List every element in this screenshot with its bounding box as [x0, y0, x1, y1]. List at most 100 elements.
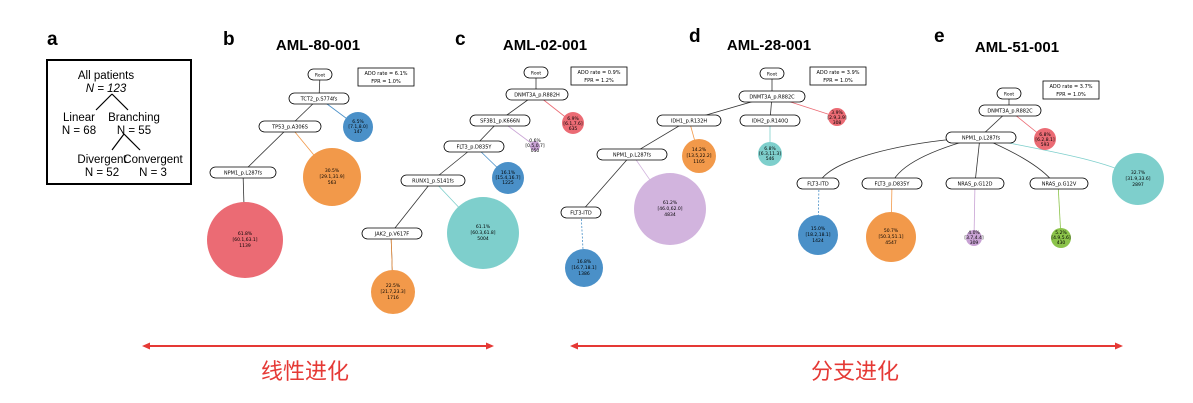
clone-e-5: [1051, 228, 1071, 248]
mutation-label-c-4: JAK2_p.V617F: [374, 232, 409, 238]
mutation-node-e-0: [978, 104, 1042, 117]
root-label-c: Root: [531, 71, 541, 77]
mutation-label-b-0: TCT2_p.S774fs: [300, 97, 338, 103]
summary-box: [46, 59, 192, 185]
mutation-node-d-2: [739, 114, 801, 127]
panel-title-b: AML-80-001: [276, 37, 360, 54]
clone-e-5-n: 430: [1057, 240, 1066, 246]
clone-d-0-ci: [2.9,3.9]: [827, 115, 846, 121]
mutation-node-b-1: [258, 120, 322, 133]
clone-e-0-pct: 6.8%: [1039, 132, 1051, 138]
summary-tree: [95, 93, 141, 151]
all-patients-label: All patients: [78, 70, 135, 82]
mutation-node-d-0: [738, 90, 806, 103]
clone-e-3-n: 4547: [885, 240, 897, 246]
mutation-label-c-1: SF3B1_p.K666N: [480, 119, 520, 125]
clone-b-2-pct: 61.8%: [238, 231, 253, 237]
branching-evolution-label: 分支进化: [811, 360, 899, 385]
clone-b-1: [303, 148, 361, 206]
clone-c-2-ci: [15.4,16.7]: [496, 175, 521, 181]
ado-box-d: [809, 66, 867, 86]
clone-e-2: [798, 215, 838, 255]
fpr-d: FPR = 1.0%: [823, 78, 853, 84]
mutation-node-d-1: [656, 114, 722, 127]
clone-d-1: [682, 139, 716, 173]
panel-letter-a: a: [47, 29, 58, 50]
panel-title-e: AML-51-001: [975, 39, 1059, 56]
clone-e-0: [1034, 128, 1056, 150]
panel-title-d: AML-28-001: [727, 37, 811, 54]
mutation-label-d-2: IDH2_p.R140Q: [752, 119, 789, 125]
linear-arrow-right-head: [486, 342, 494, 350]
branching-n: N = 55: [117, 125, 151, 137]
mutation-node-e-5: [1029, 177, 1089, 190]
clone-e-1-pct: 32.7%: [1131, 170, 1146, 176]
clone-c-1-n: 050: [531, 148, 540, 154]
clone-c-3: [447, 197, 519, 269]
clone-d-0: [828, 108, 846, 126]
root-label-d: Root: [767, 72, 777, 78]
fpr-e: FPR = 1.0%: [1056, 92, 1086, 98]
panel-c: c AML-02-001 ADO rate = 0.9% FPR = 1.2% …: [361, 29, 628, 314]
ado-rate-c: ADO rate = 0.9%: [577, 70, 620, 76]
convergent-label: Convergent: [123, 154, 183, 166]
clone-e-4: [966, 230, 982, 246]
mutation-node-e-1: [945, 131, 1017, 144]
branching-arrow-right-head: [1115, 342, 1123, 350]
clone-d-2-ci: [6.3,11.3]: [759, 151, 781, 157]
clone-e-1-n: 2897: [1132, 182, 1144, 188]
mutation-label-e-1: NPM1_p.L287fs: [962, 136, 1001, 142]
clone-e-4-n: 309: [970, 240, 979, 246]
clone-b-1-pct: 30.5%: [325, 168, 340, 174]
edge-e-clone4: [973, 182, 976, 239]
clone-c-2-pct: 16.1%: [501, 170, 516, 176]
mutation-label-b-1: TP53_p.A306S: [271, 125, 308, 131]
fpr-c: FPR = 1.2%: [584, 78, 614, 84]
mutation-label-d-1: IDH1_p.R132H: [671, 119, 708, 125]
ado-box-b: [357, 67, 415, 87]
mutation-label-d-4: FLT3-ITD: [570, 211, 592, 217]
clone-c-1: [530, 141, 540, 151]
clone-c-3-pct: 61.1%: [476, 224, 491, 230]
ado-box-e: [1042, 80, 1100, 100]
root-label-e: Root: [1004, 92, 1014, 98]
panel-letter-b: b: [223, 29, 235, 50]
linear-annotation: 线性进化: [142, 342, 494, 385]
clone-e-5-pct: 5.2%: [1055, 230, 1067, 236]
clone-d-1-ci: [13.5,22.2]: [687, 153, 712, 159]
mutation-label-b-2: NPM1_p.L287fs: [224, 171, 263, 177]
panel-letter-d: d: [689, 26, 701, 47]
clone-e-3-pct: 50.7%: [884, 228, 899, 234]
clone-c-4-ci: [21.7,23.3]: [381, 289, 406, 295]
divergent-label: Divergent: [77, 154, 127, 166]
clone-d-4-ci: [16.7,18.1]: [572, 265, 597, 271]
root-node-b: [307, 68, 333, 81]
ado-rate-b: ADO rate = 6.1%: [364, 71, 407, 77]
clone-d-1-n: 1105: [693, 159, 705, 165]
branching-arrow-left-head: [570, 342, 578, 350]
linear-n: N = 68: [62, 125, 96, 137]
root-node-d: [759, 67, 785, 80]
fpr-b: FPR = 1.0%: [371, 79, 401, 85]
mutation-node-b-2: [209, 166, 277, 179]
ado-box-c: [570, 66, 628, 86]
clone-c-2: [492, 162, 524, 194]
mutation-node-c-0: [505, 88, 569, 101]
convergent-n: N = 3: [139, 167, 167, 179]
clone-d-3-n: 4834: [664, 212, 676, 218]
ado-rate-d: ADO rate = 3.9%: [816, 70, 859, 76]
branching-label: Branching: [108, 112, 160, 124]
clone-b-0-ci: [7.1,8.0]: [348, 124, 367, 130]
clone-b-2-n: 1139: [239, 243, 251, 249]
clone-c-4-pct: 22.5%: [386, 283, 401, 289]
clone-c-1-ci: [0.5,0.7]: [525, 143, 544, 149]
root-label-b: Root: [315, 73, 325, 79]
all-patients-n: N = 123: [86, 83, 127, 95]
clone-c-0-ci: [6.1,7.6]: [563, 121, 582, 127]
mutation-label-e-0: DNMT3A_p.R882C: [987, 109, 1033, 115]
clone-c-3-ci: [60.3,61.8]: [471, 230, 496, 236]
mutation-node-d-3: [596, 148, 668, 161]
clone-e-4-ci: [3.7,4.4]: [964, 235, 983, 241]
clone-e-2-n: 1424: [812, 238, 824, 244]
clone-b-0-n: 147: [354, 129, 363, 135]
